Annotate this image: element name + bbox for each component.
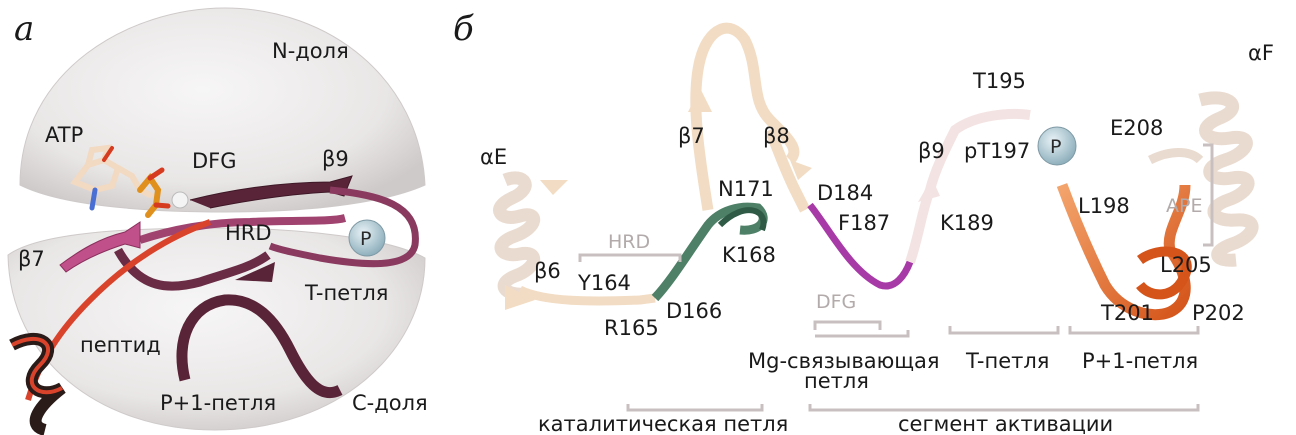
beta7-label-b: β7 [678,124,705,148]
t-loop-label-a: T-петля [304,281,388,305]
n171-label: N171 [718,177,774,201]
mg-loop-label-2: петля [804,369,869,393]
peptide-label: пептид [80,333,161,357]
hrd-label-b: HRD [608,231,650,253]
e208-label: E208 [1110,116,1163,140]
pt197-label: pT197 [964,139,1030,163]
f187-label: F187 [838,211,890,235]
r165-label: R165 [604,316,659,340]
hrd-bracket [580,255,680,262]
dfg-bracket-2 [815,330,908,336]
alpha-e-helix [500,178,534,294]
k189-label: K189 [940,211,994,235]
panel-b-letter: б [453,9,474,49]
panel-a: a N-доля ATP DFG β9 HRD P β7 T-петля пеп… [8,8,428,430]
e208-connector [1150,153,1200,161]
panel-b: б αE β7 β8 T195 αF E208 pT197 P β9 N171 … [453,9,1274,435]
p1-loop-bracket [1070,326,1198,333]
n-lobe-label: N-доля [272,39,349,63]
beta9-label-a: β9 [322,147,349,171]
panel-a-letter: a [14,9,34,49]
p1-loop-label-b: P+1-петля [1082,349,1198,373]
activation-bracket [810,404,1198,410]
beta7-label-a: β7 [18,247,45,271]
hrd-label-a: HRD [225,221,272,245]
beta9-label-b: β9 [918,139,945,163]
t195-label: T195 [972,69,1026,93]
y164-label: Y164 [577,271,631,295]
phospho-label-a: P [360,228,371,250]
alpha-e-arrowhead [540,180,568,195]
p202-label: P202 [1192,301,1245,325]
alpha-e-label: αE [480,145,507,169]
p1-loop-label-a: P+1-петля [160,391,276,415]
activation-segment-label: сегмент активации [898,412,1113,435]
k168-label: K168 [722,243,776,267]
t-loop-label-b: T-петля [965,349,1049,373]
ape-label: APE [1166,195,1202,217]
alpha-f-label: αF [1248,41,1274,65]
atp-label: ATP [45,123,83,147]
catalytic-loop-label: каталитическая петля [538,412,788,435]
t-loop-bracket [950,326,1058,333]
dfg-label-a: DFG [192,149,237,173]
alpha-f-helix [1200,98,1252,260]
dfg-bracket [815,322,880,330]
catalytic-bracket [628,404,762,410]
d166-label: D166 [666,299,722,323]
ape-bracket [1203,145,1212,245]
beta8-label-b: β8 [763,124,790,148]
dfg-label-b: DFG [816,291,856,313]
c-lobe-label: C-доля [352,391,428,415]
phospho-label-b: P [1050,136,1061,158]
beta6-label: β6 [534,259,561,283]
d184-label: D184 [817,181,873,205]
t201-label: T201 [1100,301,1154,325]
l205-label: L205 [1160,253,1212,277]
l198-label: L198 [1078,194,1130,218]
